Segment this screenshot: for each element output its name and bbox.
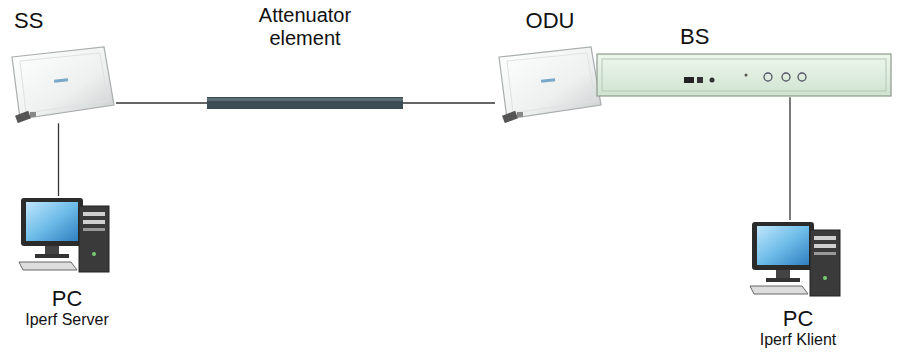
device-node: BS bbox=[596, 24, 892, 101]
device-drawing bbox=[748, 220, 848, 300]
device-drawing bbox=[8, 43, 116, 123]
cable-line bbox=[116, 102, 207, 103]
device-label: BS bbox=[596, 24, 892, 49]
device-label: ODU bbox=[495, 8, 605, 33]
attenuator-bar bbox=[207, 95, 405, 113]
device-label: PC bbox=[12, 286, 122, 311]
device-drawing bbox=[596, 53, 892, 97]
device-drawing bbox=[17, 196, 117, 276]
computer-icon bbox=[17, 196, 122, 280]
device-label: SS bbox=[8, 8, 120, 33]
cable-line bbox=[58, 123, 59, 196]
cable-line bbox=[789, 97, 790, 220]
device-node: ODU bbox=[495, 8, 605, 127]
device-drawing bbox=[207, 97, 403, 109]
antenna-unit bbox=[495, 43, 605, 127]
antenna-unit bbox=[8, 43, 120, 127]
role-label: Iperf Server bbox=[12, 311, 122, 329]
device-drawing bbox=[495, 43, 603, 123]
attenuator-node: Attenuator element bbox=[205, 4, 405, 113]
device-label: PC bbox=[738, 306, 858, 331]
device-node: SS bbox=[8, 8, 120, 127]
cable-line bbox=[403, 102, 495, 103]
device-label: Attenuator element bbox=[245, 4, 365, 50]
pc-node: PCIperf Server bbox=[12, 196, 122, 330]
computer-icon bbox=[748, 220, 858, 304]
base-station-unit bbox=[596, 53, 892, 101]
pc-node: PCIperf Klient bbox=[738, 220, 858, 350]
role-label: Iperf Klient bbox=[738, 331, 858, 349]
